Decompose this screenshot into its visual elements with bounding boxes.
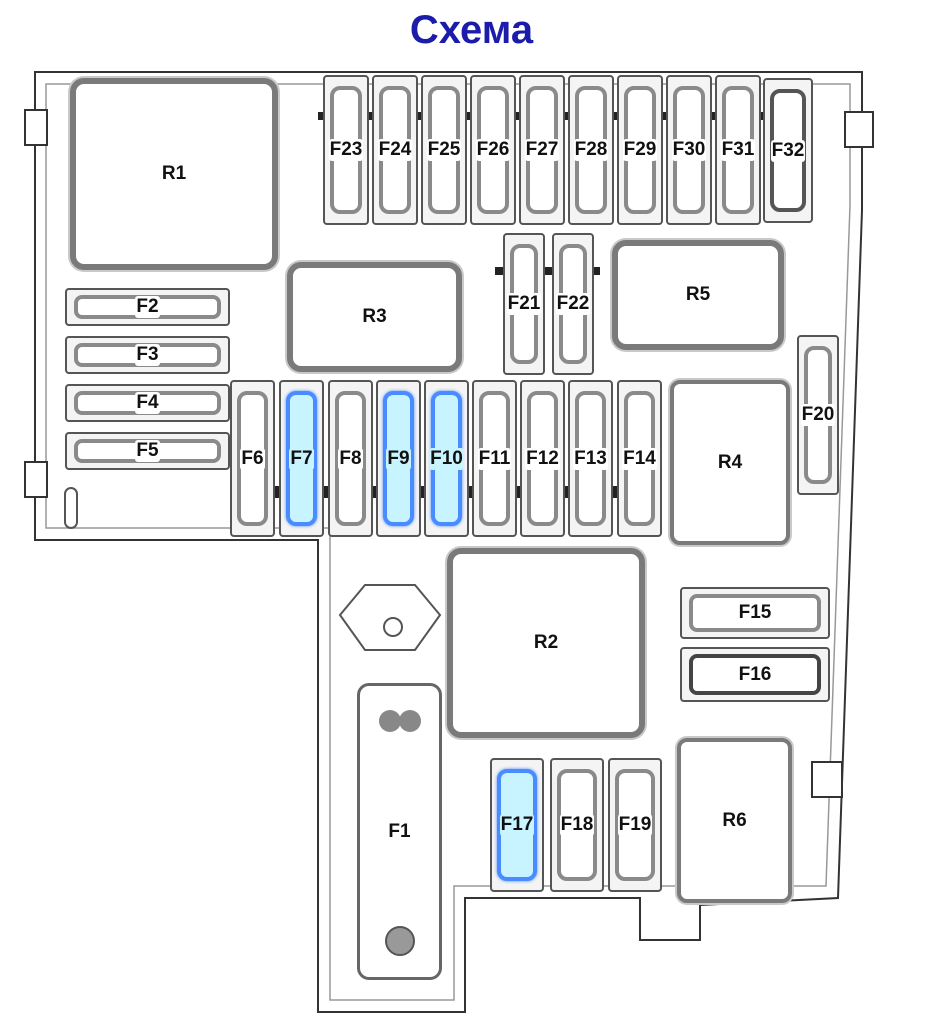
component-label: F30 (671, 139, 707, 161)
fuse-f19: F19 (608, 758, 662, 892)
component-label: F32 (770, 139, 806, 162)
component-label: F22 (555, 293, 591, 315)
component-label: F14 (622, 447, 657, 470)
fuse-f12: F12 (520, 380, 565, 537)
fuse-f8: F8 (328, 380, 373, 537)
fuse-f6: F6 (230, 380, 275, 537)
fuse-f27: F27 (519, 75, 565, 225)
component-label: R5 (684, 284, 712, 306)
fuse-f20: F20 (797, 335, 839, 495)
component-label: F27 (524, 139, 560, 161)
component-label: R6 (721, 809, 748, 832)
fuse-f10: F10 (424, 380, 469, 537)
component-label: F9 (386, 447, 411, 470)
fuse-f17: F17 (490, 758, 544, 892)
component-label: F17 (499, 814, 535, 836)
component-label: F25 (426, 139, 462, 161)
fuse-f22: F22 (552, 233, 594, 375)
fuse-f16: F16 (680, 647, 830, 702)
component-label: F31 (720, 139, 756, 161)
component-label: R2 (532, 632, 560, 654)
component-label: F4 (135, 392, 160, 414)
fuse-f30: F30 (666, 75, 712, 225)
fuse-f23: F23 (323, 75, 369, 225)
fuse-f4: F4 (65, 384, 230, 422)
component-label: F16 (737, 663, 773, 686)
component-label: R4 (716, 451, 744, 474)
fuse-f14: F14 (617, 380, 662, 537)
fuse-f31: F31 (715, 75, 761, 225)
fuse-f32: F32 (763, 78, 813, 223)
fuse-f1: F1 (357, 683, 442, 980)
relay-r2: R2 (447, 548, 645, 738)
fuse-f28: F28 (568, 75, 614, 225)
component-label: F6 (240, 447, 265, 470)
fuse-f18: F18 (550, 758, 604, 892)
fuse-f13: F13 (568, 380, 613, 537)
fuse-f9: F9 (376, 380, 421, 537)
component-label: R3 (361, 306, 388, 328)
component-label: F24 (377, 139, 413, 161)
component-label: R1 (160, 163, 188, 185)
fuse-f5: F5 (65, 432, 230, 470)
relay-r3: R3 (287, 262, 462, 372)
component-label: F23 (328, 139, 364, 161)
component-label: F26 (475, 139, 511, 161)
component-label: F13 (573, 447, 608, 470)
component-label: F18 (559, 814, 595, 836)
fuse-f2: F2 (65, 288, 230, 326)
fuse-f3: F3 (65, 336, 230, 374)
relay-r5: R5 (612, 240, 784, 350)
component-label: F20 (800, 404, 836, 426)
fuse-f25: F25 (421, 75, 467, 225)
component-label: F29 (622, 139, 658, 161)
component-label: F10 (429, 447, 464, 470)
component-label: F2 (135, 296, 160, 318)
fuse-f7: F7 (279, 380, 324, 537)
bolt-terminal-icon (379, 710, 421, 956)
fuse-f24: F24 (372, 75, 418, 225)
component-label: F1 (387, 820, 412, 843)
component-label: F5 (135, 440, 160, 462)
relay-r1: R1 (70, 78, 278, 270)
component-label: F7 (289, 447, 314, 470)
component-label: F28 (573, 139, 609, 161)
relay-r6: R6 (677, 738, 792, 903)
fuse-f29: F29 (617, 75, 663, 225)
component-label: F21 (506, 293, 542, 315)
fuse-f26: F26 (470, 75, 516, 225)
component-label: F12 (525, 447, 560, 470)
diagram-title: Схема (409, 8, 534, 52)
component-label: F19 (617, 814, 653, 836)
component-label: F8 (338, 447, 363, 470)
fuse-f15: F15 (680, 587, 830, 639)
fuse-f11: F11 (472, 380, 517, 537)
component-label: F15 (737, 602, 773, 624)
fuse-f21: F21 (503, 233, 545, 375)
component-label: F11 (477, 447, 512, 470)
relay-r4: R4 (670, 380, 790, 545)
component-label: F3 (135, 344, 160, 366)
